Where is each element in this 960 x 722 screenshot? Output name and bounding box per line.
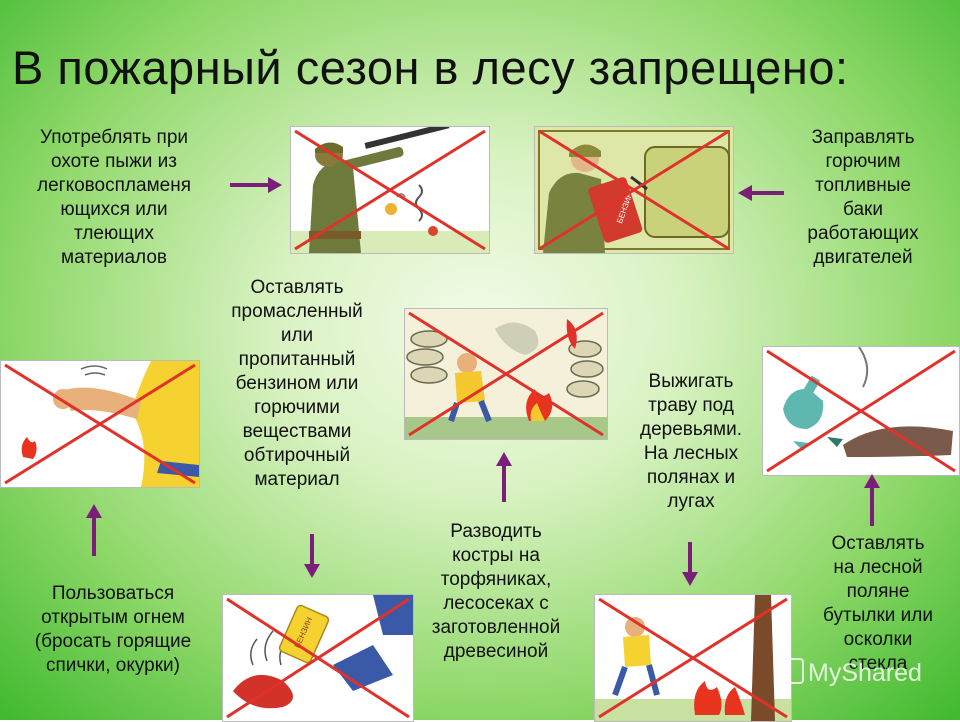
caption-refuel: Заправлять горючим топливные баки работа… bbox=[807, 127, 919, 268]
caption-open-fire: Пользоваться открытым огнем (бросать гор… bbox=[34, 583, 192, 676]
burn-grass-illustration bbox=[595, 595, 791, 721]
presentation-icon bbox=[774, 658, 804, 684]
picture-refuel: БЕНЗИН bbox=[534, 126, 734, 254]
caption-bonfire: Разводить костры на торфяниках, лесосека… bbox=[431, 521, 561, 662]
watermark: MyShared bbox=[774, 658, 922, 688]
arrow-up-icon bbox=[494, 452, 514, 502]
picture-open-fire bbox=[0, 360, 200, 488]
arrow-down-icon bbox=[680, 542, 700, 586]
bonfire-illustration bbox=[405, 309, 607, 439]
arrow-up-icon bbox=[84, 504, 104, 556]
picture-oily-rags: БЕНЗИН bbox=[222, 594, 414, 722]
arrow-up-icon bbox=[862, 474, 882, 526]
picture-bottles bbox=[762, 346, 960, 476]
arrow-right-icon bbox=[230, 176, 282, 194]
arrow-left-icon bbox=[738, 184, 784, 202]
arrow-down-icon bbox=[302, 534, 322, 578]
caption-burn-grass: Выжигать траву под деревьями. На лесных … bbox=[639, 371, 743, 512]
open-fire-illustration bbox=[1, 361, 199, 487]
picture-hunting bbox=[290, 126, 490, 254]
caption-bottles: Оставлять на лесной поляне бутылки или о… bbox=[823, 533, 933, 674]
caption-hunting: Употреблять при охоте пыжи из легковоспл… bbox=[37, 127, 191, 268]
refuel-illustration: БЕНЗИН bbox=[535, 127, 733, 253]
page-title: В пожарный сезон в лесу запрещено: bbox=[12, 41, 849, 94]
oily-rags-illustration: БЕНЗИН bbox=[223, 595, 413, 721]
watermark-text: MyShared bbox=[808, 659, 922, 687]
picture-burn-grass bbox=[594, 594, 792, 722]
caption-oily-rags: Оставлять промасленный или пропитанный б… bbox=[231, 277, 363, 490]
picture-bonfire bbox=[404, 308, 608, 440]
hunter-illustration bbox=[291, 127, 489, 253]
bottles-illustration bbox=[763, 347, 959, 475]
